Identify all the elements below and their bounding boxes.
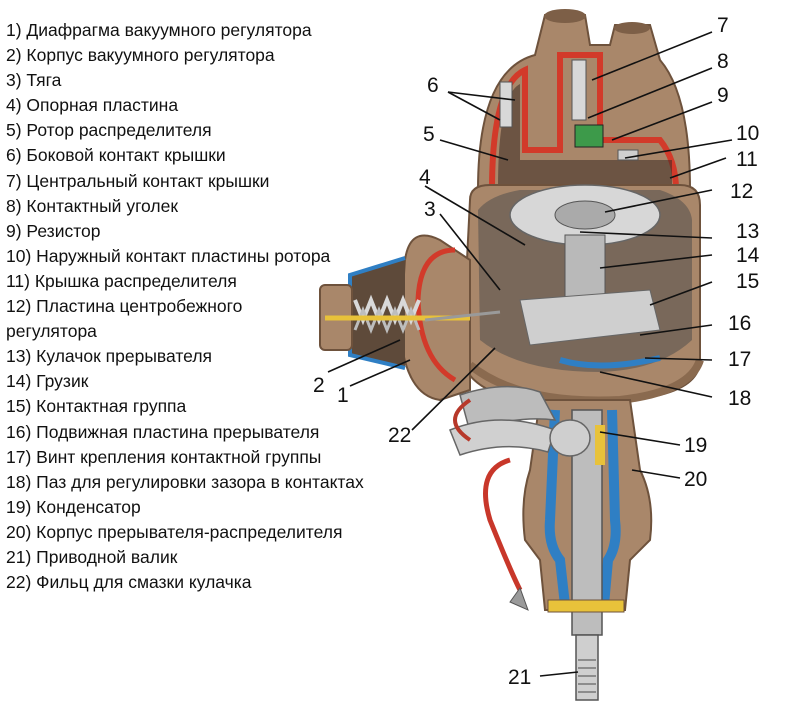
legend-list: 1) Диафрагма вакуумного регулятора 2) Ко… (6, 18, 476, 595)
legend-item-7: 7) Центральный контакт крышки (6, 170, 270, 191)
callout-22: 22 (388, 424, 411, 447)
callout-13: 13 (736, 220, 759, 243)
callout-17: 17 (728, 348, 751, 371)
callout-9: 9 (717, 84, 729, 107)
legend-item-4: 4) Опорная пластина (6, 95, 179, 116)
callout-12: 12 (730, 180, 753, 203)
callout-16: 16 (728, 312, 751, 335)
legend-item-16: 16) Подвижная пластина прерывателя (6, 421, 320, 442)
legend-item-6: 6) Боковой контакт крышки (6, 145, 226, 166)
callout-19: 19 (684, 434, 707, 457)
callout-14: 14 (736, 244, 760, 267)
legend-item-2: 2) Корпус вакуумного регулятора (6, 45, 275, 66)
callout-10: 10 (736, 122, 759, 145)
leader-lines (327, 31, 733, 677)
callout-20: 20 (684, 468, 707, 491)
callout-1: 1 (337, 384, 349, 407)
callout-8: 8 (717, 50, 729, 73)
legend-item-13: 13) Кулачок прерывателя (6, 346, 213, 367)
distributor-cap (476, 9, 692, 193)
callout-6: 6 (427, 74, 439, 97)
legend-item-3: 3) Тяга (6, 70, 62, 91)
callout-18: 18 (728, 387, 751, 410)
callout-15: 15 (736, 270, 759, 293)
legend-item-1: 1) Диафрагма вакуумного регулятора (6, 20, 312, 40)
legend-item-10: 10) Наружный контакт пластины ротора (6, 245, 331, 266)
callout-5: 5 (423, 123, 435, 146)
callout-2: 2 (313, 374, 325, 397)
breaker-housing (460, 184, 704, 405)
legend-item-15: 15) Контактная группа (6, 396, 187, 417)
shaft-housing (449, 385, 653, 701)
legend-item-5: 5) Ротор распределителя (6, 120, 212, 141)
legend-item-11: 11) Крышка распределителя (6, 270, 237, 291)
legend-item-14: 14) Грузик (6, 371, 89, 392)
callout-4: 4 (419, 166, 431, 189)
legend-item-21: 21) Приводной валик (6, 546, 178, 567)
legend-item-12: 12) Пластина центробежного регулятора (6, 296, 243, 342)
vacuum-regulator (319, 234, 501, 402)
callout-7: 7 (717, 14, 729, 37)
callout-11: 11 (736, 148, 758, 171)
callout-3: 3 (424, 198, 436, 221)
legend-item-9: 9) Резистор (6, 220, 101, 241)
legend-item-17: 17) Винт крепления контактной группы (6, 446, 322, 467)
callout-numbers: 1 2 3 4 5 6 7 8 9 10 11 12 13 14 15 16 1… (313, 14, 760, 689)
legend-item-18: 18) Паз для регулировки зазора в контакт… (6, 471, 364, 492)
callout-21: 21 (508, 666, 531, 689)
legend-item-20: 20) Корпус прерывателя-распределителя (6, 521, 343, 542)
legend-item-8: 8) Контактный уголек (6, 195, 179, 216)
legend-item-19: 19) Конденсатор (6, 496, 141, 517)
legend-item-22: 22) Фильц для смазки кулачка (6, 572, 252, 593)
